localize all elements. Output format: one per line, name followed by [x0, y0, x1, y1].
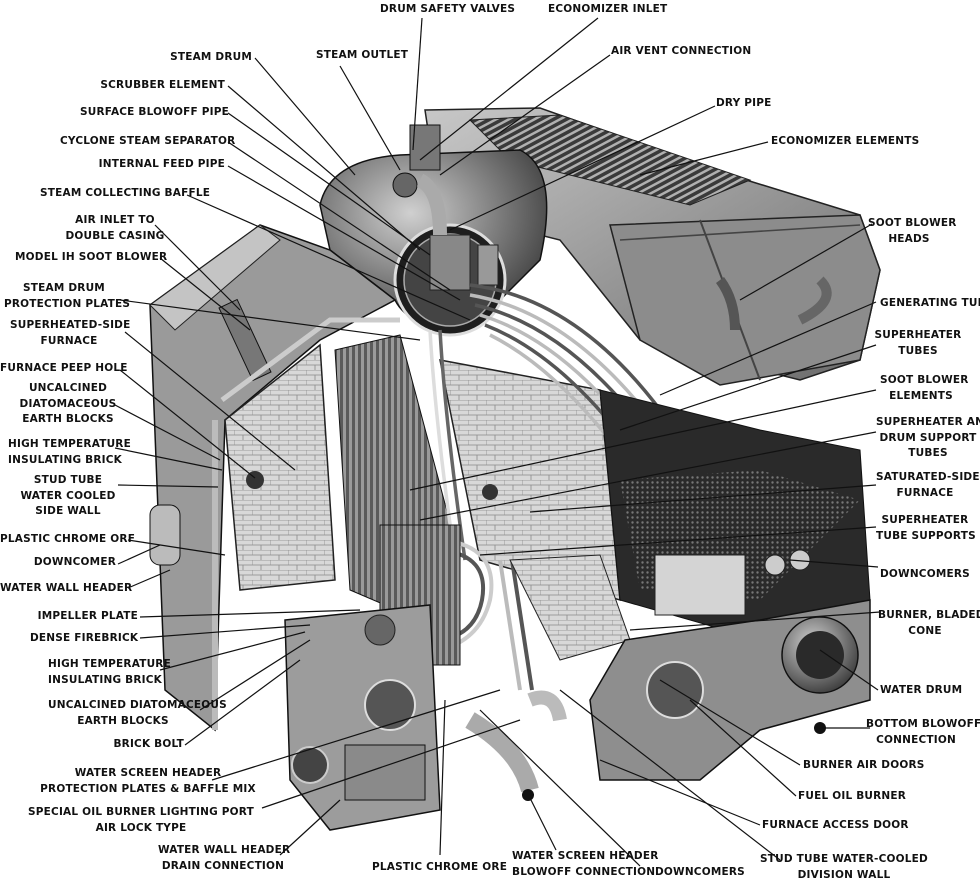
label-soot-blower-heads: SOOT BLOWER HEADS [868, 217, 957, 245]
label-superheater-drum-support-tubes: SUPERHEATER AND DRUM SUPPORT TUBES [876, 416, 980, 459]
left-casing [149, 224, 397, 732]
label-soot-blower-elements: SOOT BLOWER ELEMENTS [880, 374, 969, 402]
label-water-screen-header-blowoff: WATER SCREEN HEADER BLOWOFF CONNECTION [512, 850, 659, 878]
label-furnace-peep-hole: FURNACE PEEP HOLE [0, 362, 128, 374]
label-model-ih-soot-blower: MODEL IH SOOT BLOWER [15, 251, 168, 263]
label-superheated-side-furnace: SUPERHEATED-SIDE FURNACE [10, 319, 131, 347]
label-uncalcined-earth-blocks-top: UNCALCINED DIATOMACEOUS EARTH BLOCKS [19, 382, 117, 425]
label-cyclone-steam-separator: CYCLONE STEAM SEPARATOR [60, 135, 236, 147]
label-steam-outlet: STEAM OUTLET [316, 49, 409, 61]
label-fuel-oil-burner: FUEL OIL BURNER [798, 790, 907, 802]
label-high-temp-insulating-brick-bottom: HIGH TEMPERATURE INSULATING BRICK [48, 658, 171, 686]
label-brick-bolt: BRICK BOLT [113, 738, 184, 750]
label-special-oil-burner-port: SPECIAL OIL BURNER LIGHTING PORT AIR LOC… [28, 806, 254, 834]
label-steam-drum: STEAM DRUM [170, 51, 252, 63]
label-saturated-side-furnace: SATURATED-SIDE FURNACE [876, 471, 980, 499]
label-air-vent-connection: AIR VENT CONNECTION [611, 45, 752, 57]
label-economizer-inlet: ECONOMIZER INLET [548, 3, 668, 15]
label-steam-drum-protection-plates: STEAM DRUM PROTECTION PLATES [4, 282, 131, 310]
label-stud-tube-division-wall: STUD TUBE WATER-COOLED DIVISION WALL [760, 853, 928, 881]
label-surface-blowoff-pipe: SURFACE BLOWOFF PIPE [80, 106, 230, 118]
label-stud-tube-side-wall: STUD TUBE WATER COOLED SIDE WALL [20, 474, 116, 517]
label-plastic-chrome-orf: PLASTIC CHROME ORF [0, 533, 136, 545]
label-bottom-blowoff-connection: BOTTOM BLOWOFF CONNECTION [866, 718, 980, 746]
label-water-screen-header-protection: WATER SCREEN HEADER PROTECTION PLATES & … [40, 767, 256, 795]
leader-lines [114, 17, 881, 867]
label-drum-safety-valves: DRUM SAFETY VALVES [380, 3, 516, 15]
label-plastic-chrome-ore: PLASTIC CHROME ORE [372, 861, 508, 873]
label-water-drum: WATER DRUM [880, 684, 963, 696]
right-casing-panel [609, 214, 881, 386]
label-water-wall-header-drain: WATER WALL HEADER DRAIN CONNECTION [158, 844, 291, 872]
label-furnace-access-door: FURNACE ACCESS DOOR [762, 819, 909, 831]
label-air-inlet-double-casing: AIR INLET TO DOUBLE CASING [65, 214, 165, 242]
label-burner-bladed-cone: BURNER, BLADED CONE [878, 609, 980, 637]
label-scrubber-element: SCRUBBER ELEMENT [100, 79, 225, 91]
label-water-wall-header: WATER WALL HEADER [0, 582, 133, 594]
label-downcomers-right: DOWNCOMERS [880, 568, 970, 580]
label-generating-tubes: GENERATING TUBES [880, 297, 980, 309]
label-impeller-plate: IMPELLER PLATE [37, 610, 138, 622]
label-downcomers-bottom: DOWNCOMERS [655, 866, 745, 878]
label-superheater-tube-supports: SUPERHEATER TUBE SUPPORTS [876, 514, 976, 542]
label-burner-air-doors: BURNER AIR DOORS [803, 759, 925, 771]
label-dense-firebrick: DENSE FIREBRICK [30, 632, 139, 644]
label-superheater-tubes: SUPERHEATER TUBES [874, 329, 962, 357]
label-steam-collecting-baffle: STEAM COLLECTING BAFFLE [40, 187, 211, 199]
label-internal-feed-pipe: INTERNAL FEED PIPE [98, 158, 225, 170]
label-uncalcined-earth-blocks-bottom: UNCALCINED DIATOMACEOUS EARTH BLOCKS [48, 699, 227, 727]
label-dry-pipe: DRY PIPE [716, 97, 772, 109]
left-furnace-wall [224, 343, 336, 591]
label-downcomer: DOWNCOMER [33, 556, 116, 568]
superheater-u-tubes [439, 538, 534, 691]
label-economizer-elements: ECONOMIZER ELEMENTS [771, 135, 920, 147]
label-high-temp-insulating-brick-top: HIGH TEMPERATURE INSULATING BRICK [8, 438, 131, 466]
